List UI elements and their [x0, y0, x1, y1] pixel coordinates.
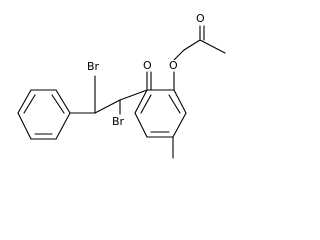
bond	[172, 112, 187, 138]
bond	[55, 112, 71, 140]
dibromo-chain	[69, 71, 152, 115]
aromatic-inner-bond	[51, 94, 65, 114]
ketone-oxygen-label: O	[142, 59, 153, 72]
bond	[17, 89, 32, 114]
acetoxy-group	[173, 25, 226, 91]
bond	[17, 112, 32, 140]
aromatic-inner-bond	[140, 94, 152, 114]
bond-diagram	[17, 25, 226, 159]
bond	[94, 99, 121, 114]
bond	[55, 89, 71, 114]
bond	[173, 89, 187, 114]
ester-oxygen-label: O	[168, 59, 179, 72]
structure-canvas: Br Br O O O	[17, 12, 226, 159]
bromine-label-benzylic: Br	[86, 60, 101, 73]
cresol-ring	[134, 89, 187, 138]
aromatic-inner-bond	[23, 94, 36, 114]
bromine-label-alpha: Br	[111, 115, 126, 128]
bond	[134, 112, 148, 138]
acetyl-oxygen-label: O	[195, 12, 206, 25]
bond	[119, 89, 148, 101]
phenyl-ring	[17, 89, 71, 140]
bond	[134, 89, 148, 114]
bond	[183, 39, 201, 51]
bond	[199, 39, 226, 54]
aromatic-inner-bond	[168, 94, 181, 114]
bond	[173, 49, 185, 61]
